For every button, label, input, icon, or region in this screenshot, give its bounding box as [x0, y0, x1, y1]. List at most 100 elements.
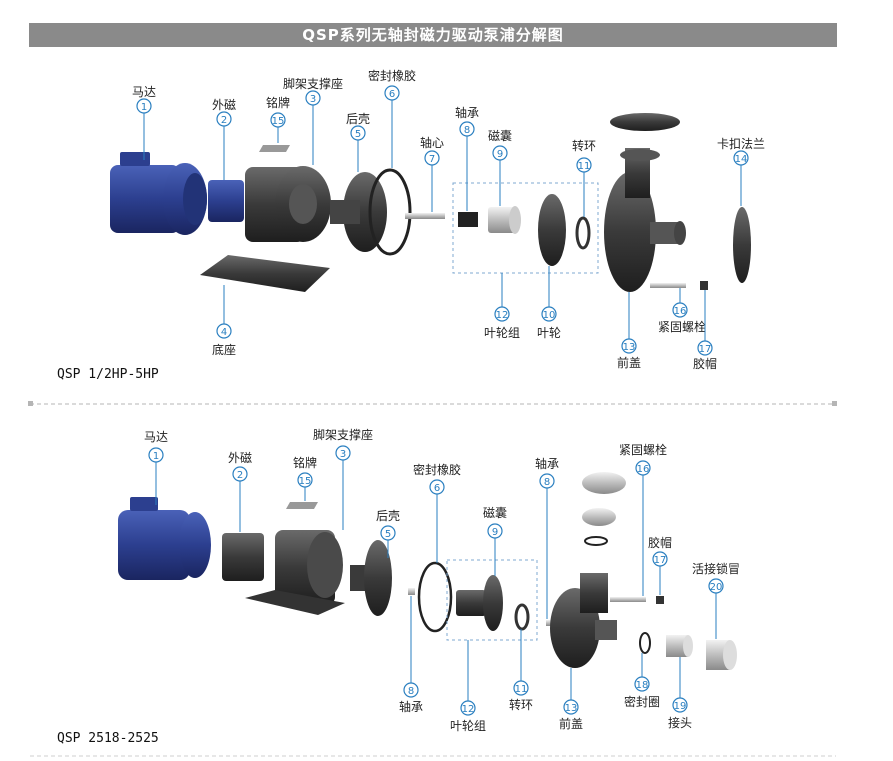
svg-text:脚架支撑座: 脚架支撑座: [283, 76, 343, 91]
callout2-12: 12 叶轮组: [450, 640, 486, 733]
svg-text:13: 13: [623, 342, 636, 353]
svg-text:9: 9: [492, 527, 498, 538]
callout2-20: 活接锁冒 20: [692, 561, 740, 639]
seal-gasket-top-part: [584, 536, 608, 546]
svg-text:接头: 接头: [668, 715, 692, 730]
svg-text:后壳: 后壳: [346, 112, 370, 126]
front-casing-part: [604, 148, 686, 292]
svg-text:叶轮: 叶轮: [537, 326, 561, 340]
svg-text:底座: 底座: [212, 342, 236, 357]
svg-text:叶轮组: 叶轮组: [450, 719, 486, 733]
svg-text:1: 1: [141, 102, 147, 113]
svg-text:16: 16: [637, 464, 650, 475]
seal-ring-part: [368, 168, 412, 256]
svg-text:12: 12: [496, 310, 509, 321]
svg-text:20: 20: [710, 582, 723, 593]
svg-text:16: 16: [674, 306, 687, 317]
union-nut-top-part: [582, 472, 626, 494]
callout-4: 4 底座: [212, 285, 236, 357]
svg-text:18: 18: [636, 680, 649, 691]
svg-text:15: 15: [272, 116, 285, 127]
bearing-part-2b: [546, 620, 552, 626]
nameplate-part-2: [286, 502, 318, 509]
svg-text:卡扣法兰: 卡扣法兰: [717, 137, 765, 151]
callout2-16: 紧固螺栓 16: [619, 442, 667, 596]
svg-text:4: 4: [221, 327, 227, 338]
svg-text:1: 1: [153, 451, 159, 462]
svg-text:磁囊: 磁囊: [483, 505, 507, 520]
svg-text:2: 2: [237, 470, 243, 481]
svg-text:紧固螺栓: 紧固螺栓: [619, 442, 667, 457]
svg-text:8: 8: [464, 125, 470, 136]
svg-text:叶轮组: 叶轮组: [484, 326, 520, 340]
rear-casing-part-2: [350, 540, 392, 616]
rear-casing-part: [330, 172, 387, 252]
callout-9: 磁囊9: [488, 128, 512, 206]
callout-5: 后壳 5: [346, 112, 370, 172]
svg-text:8: 8: [408, 686, 414, 697]
svg-text:活接锁冒: 活接锁冒: [692, 561, 740, 576]
svg-text:15: 15: [299, 476, 312, 487]
svg-text:12: 12: [462, 704, 475, 715]
callout2-19: 19 接头: [668, 657, 692, 730]
callout2-18: 18 密封圈: [624, 653, 660, 709]
svg-text:后壳: 后壳: [376, 509, 400, 523]
motor-part: [110, 152, 207, 235]
nameplate-part: [259, 145, 290, 152]
svg-text:3: 3: [340, 449, 346, 460]
svg-text:转环: 转环: [509, 697, 533, 712]
svg-text:5: 5: [355, 129, 361, 140]
model-label-2: QSP 2518-2525: [57, 731, 159, 746]
callout2-1: 马达 1: [144, 430, 168, 505]
bracket-part: [245, 166, 331, 242]
magnet-capsule-part: [488, 206, 521, 234]
callout-1: 马达 1: [132, 85, 156, 160]
bolt-part-2: [610, 597, 646, 602]
svg-text:17: 17: [699, 344, 712, 355]
diagram1-parts: [110, 113, 751, 292]
svg-text:密封橡胶: 密封橡胶: [368, 68, 416, 83]
bolt-part: [650, 283, 686, 288]
motor-part-2: [118, 497, 211, 580]
impeller-group-box: [452, 182, 599, 274]
svg-text:脚架支撑座: 脚架支撑座: [313, 427, 373, 442]
callout2-8b: 8 轴承: [399, 596, 423, 714]
thrust-ring-part: [575, 216, 591, 250]
callout-7: 轴心7: [420, 135, 444, 212]
model-label-1: QSP 1/2HP-5HP: [57, 367, 159, 382]
svg-text:轴承: 轴承: [455, 105, 479, 120]
bracket-part-2: [245, 530, 345, 615]
svg-text:密封圈: 密封圈: [624, 694, 660, 709]
svg-text:3: 3: [310, 94, 316, 105]
svg-text:外磁: 外磁: [228, 450, 252, 465]
front-casing-part-2: [550, 573, 617, 668]
svg-text:铭牌: 铭牌: [266, 95, 290, 110]
svg-text:19: 19: [674, 701, 687, 712]
outer-magnet-part-2: [222, 533, 264, 581]
svg-text:9: 9: [497, 149, 503, 160]
magnet-capsule-part-2: [456, 575, 503, 631]
svg-text:17: 17: [654, 555, 667, 566]
thrust-ring-part-2: [514, 603, 530, 631]
svg-text:胶帽: 胶帽: [693, 356, 717, 371]
impeller-part: [538, 194, 566, 266]
diagram2-parts: [118, 472, 737, 670]
svg-text:2: 2: [221, 115, 227, 126]
svg-text:紧固螺栓: 紧固螺栓: [658, 319, 706, 334]
svg-text:轴承: 轴承: [399, 699, 423, 714]
svg-text:马达: 马达: [144, 430, 168, 444]
clamp-flange-part: [733, 207, 751, 283]
svg-text:马达: 马达: [132, 85, 156, 99]
callout-8: 轴承 8: [455, 105, 479, 211]
union-fitting-top-part: [582, 508, 616, 526]
callout-12: 12 叶轮组: [484, 273, 520, 340]
svg-text:13: 13: [565, 703, 578, 714]
svg-text:6: 6: [389, 89, 395, 100]
